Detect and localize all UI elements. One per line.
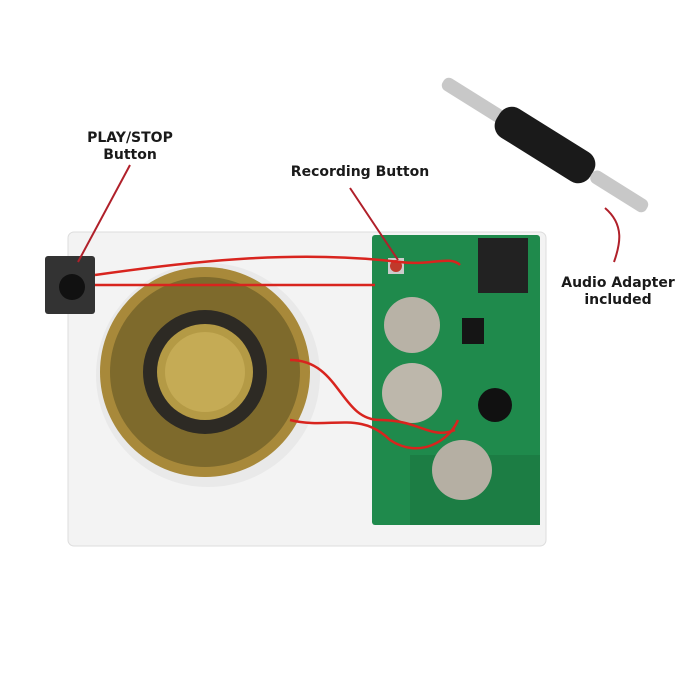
speaker xyxy=(96,263,320,487)
pcb-board xyxy=(372,235,540,525)
play-stop-label: PLAY/STOP Button xyxy=(85,130,175,164)
play-stop-label-line1: PLAY/STOP xyxy=(87,130,173,146)
leader-lines xyxy=(77,164,621,263)
audio-adapter-label-line1: Audio Adapter xyxy=(561,275,675,291)
red-wires xyxy=(94,255,461,450)
recording-button-label: Recording Button xyxy=(290,164,430,180)
audio-adapter-label-line2: included xyxy=(584,292,652,308)
audio-adapter xyxy=(441,77,649,213)
play-stop-push-button xyxy=(45,256,95,314)
audio-adapter-label: Audio Adapter included xyxy=(548,275,688,309)
play-stop-label-line2: Button xyxy=(103,147,157,163)
